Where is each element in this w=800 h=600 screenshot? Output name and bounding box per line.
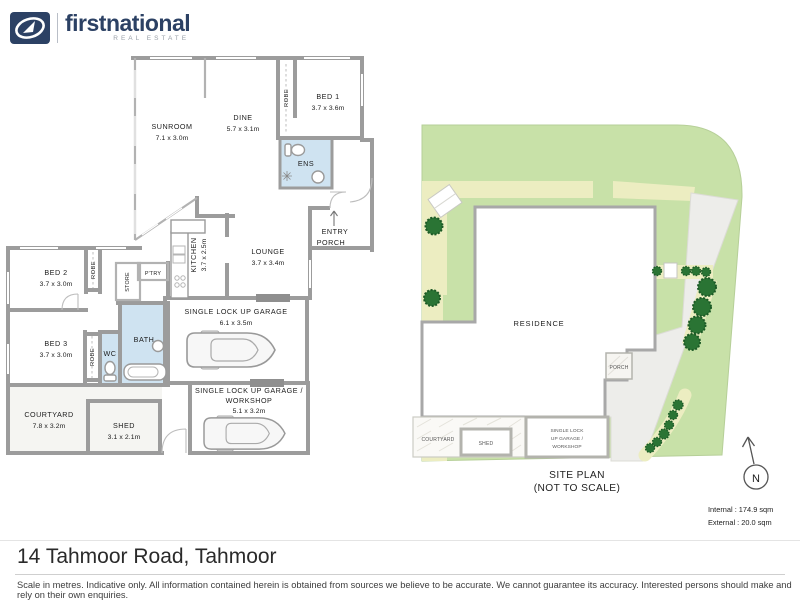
- room-dims-garage: 6.1 x 3.5m: [220, 320, 253, 327]
- room-label-wc: WC: [104, 349, 117, 358]
- room-label-bed2: BED 2: [44, 268, 67, 277]
- garden-structure: [663, 262, 678, 279]
- property-address: 14 Tahmoor Road, Tahmoor: [17, 545, 277, 568]
- bath-vanity-icon: [151, 339, 165, 353]
- room-dims-shed: 3.1 x 2.1m: [108, 434, 141, 441]
- north-arrow-icon: N: [741, 436, 769, 490]
- siteplan-caption-1: SITE PLAN: [549, 470, 605, 481]
- logo-divider: [57, 13, 58, 43]
- room-dims-bed3: 3.7 x 3.0m: [40, 352, 73, 359]
- stove-icon: [174, 275, 186, 288]
- walls: [6, 56, 374, 455]
- room-label-pantry: P'TRY: [145, 271, 162, 277]
- residence-outline: [420, 205, 657, 419]
- room-label-kitchen: KITCHEN: [189, 237, 198, 272]
- door-arcs: [61, 177, 373, 454]
- siteplan-caption-2: (NOT TO SCALE): [534, 483, 621, 494]
- wc-toilet-icon: [103, 360, 117, 382]
- siteplan-label-garage-1: SINGLE LOCK: [550, 428, 584, 434]
- garage-roller-door: [256, 294, 290, 302]
- room-dims-bed1: 3.7 x 3.6m: [312, 105, 345, 112]
- tree-icons: [423, 216, 717, 454]
- room-label-ens: ENS: [298, 159, 314, 168]
- footer: 14 Tahmoor Road, Tahmoor Scale in metres…: [0, 540, 800, 600]
- room-dims-lounge: 3.7 x 3.4m: [252, 260, 285, 267]
- ensuite-toilet-icon: [284, 143, 306, 157]
- siteplan-label-courtyard: COURTYARD: [421, 437, 454, 443]
- room-label-bed1: BED 1: [316, 92, 339, 101]
- workshop-walls: [188, 381, 310, 455]
- room-label-garage: SINGLE LOCK UP GARAGE: [184, 307, 287, 316]
- bathtub-icon: [123, 363, 167, 381]
- siteplan-label-porch: PORCH: [609, 365, 628, 371]
- room-label-robe1: ROBE: [284, 89, 290, 107]
- first-national-globe-icon: [10, 12, 50, 44]
- brand-tagline: REAL ESTATE: [113, 35, 190, 42]
- room-dims-courtyard: 7.8 x 3.2m: [33, 423, 66, 430]
- shed-walls: [86, 399, 162, 455]
- floor-plan: SUNROOM 7.1 x 3.0m DINE 5.7 x 3.1m BED 1…: [6, 56, 374, 455]
- room-dims-bed2: 3.7 x 3.0m: [40, 281, 73, 288]
- siteplan-label-garage-3: WORKSHOP: [552, 444, 581, 450]
- windows: [7, 57, 363, 374]
- plant-icon: [282, 171, 292, 181]
- site-plan: RESIDENCE PORCH COURTYARD SHED SINGLE LO…: [412, 124, 773, 527]
- room-dims-kitchen: 3.7 x 2.5m: [201, 238, 208, 271]
- room-label-courtyard: COURTYARD: [24, 410, 73, 419]
- brand-word-second: national: [105, 10, 191, 36]
- room-label-porch: PORCH: [317, 238, 345, 247]
- disclaimer-text: Scale in metres. Indicative only. All in…: [17, 580, 792, 600]
- siteplan-shed: [459, 427, 513, 457]
- brand-word-first: first: [65, 10, 106, 36]
- corner-structure: [427, 183, 463, 219]
- room-label-store: STORE: [125, 272, 131, 292]
- room-label-workshop-2: WORKSHOP: [226, 396, 273, 405]
- room-label-lounge: LOUNGE: [251, 247, 284, 256]
- wc-floor: [100, 332, 120, 385]
- internal-area-text: Internal : 174.9 sqm: [708, 505, 773, 514]
- sink-icon: [172, 245, 186, 255]
- ensuite-vanity-icon: [311, 170, 325, 184]
- workshop-roller-door: [250, 379, 284, 387]
- room-label-shed: SHED: [113, 421, 135, 430]
- room-label-entry: ENTRY: [322, 227, 349, 236]
- room-dims-dine: 5.7 x 3.1m: [227, 126, 260, 133]
- room-label-bath: BATH: [134, 335, 155, 344]
- siteplan-workshop: [524, 415, 610, 459]
- room-label-dine: DINE: [233, 113, 252, 122]
- room-dims-sunroom: 7.1 x 3.0m: [156, 135, 189, 142]
- pantry-walls: [136, 261, 170, 282]
- robe-rails: [91, 64, 287, 378]
- entry-arrow-icon: [330, 210, 338, 226]
- room-label-robe2: ROBE: [91, 261, 97, 279]
- siteplan-label-residence: RESIDENCE: [514, 319, 565, 328]
- store-walls: [114, 261, 142, 302]
- siteplan-label-garage-2: UP GARAGE /: [551, 436, 584, 442]
- room-dims-workshop: 5.1 x 3.2m: [233, 408, 266, 415]
- kitchen-counter-icon: [170, 219, 206, 299]
- room-label-robe3: ROBE: [90, 348, 96, 366]
- external-area-text: External : 20.0 sqm: [708, 518, 772, 527]
- siteplan-porch: [605, 352, 633, 380]
- ensuite-walls: [278, 136, 334, 190]
- north-letter: N: [752, 473, 760, 485]
- car-icon: [203, 415, 286, 452]
- room-label-workshop-1: SINGLE LOCK UP GARAGE /: [195, 386, 303, 395]
- room-label-bed3: BED 3: [44, 339, 67, 348]
- brand-logo: firstnational REAL ESTATE: [10, 10, 191, 44]
- room-label-sunroom: SUNROOM: [151, 122, 192, 131]
- brand-wordmark: firstnational REAL ESTATE: [65, 10, 191, 42]
- footer-divider: [15, 574, 785, 575]
- car-icon: [186, 330, 276, 370]
- siteplan-label-shed: SHED: [479, 441, 494, 447]
